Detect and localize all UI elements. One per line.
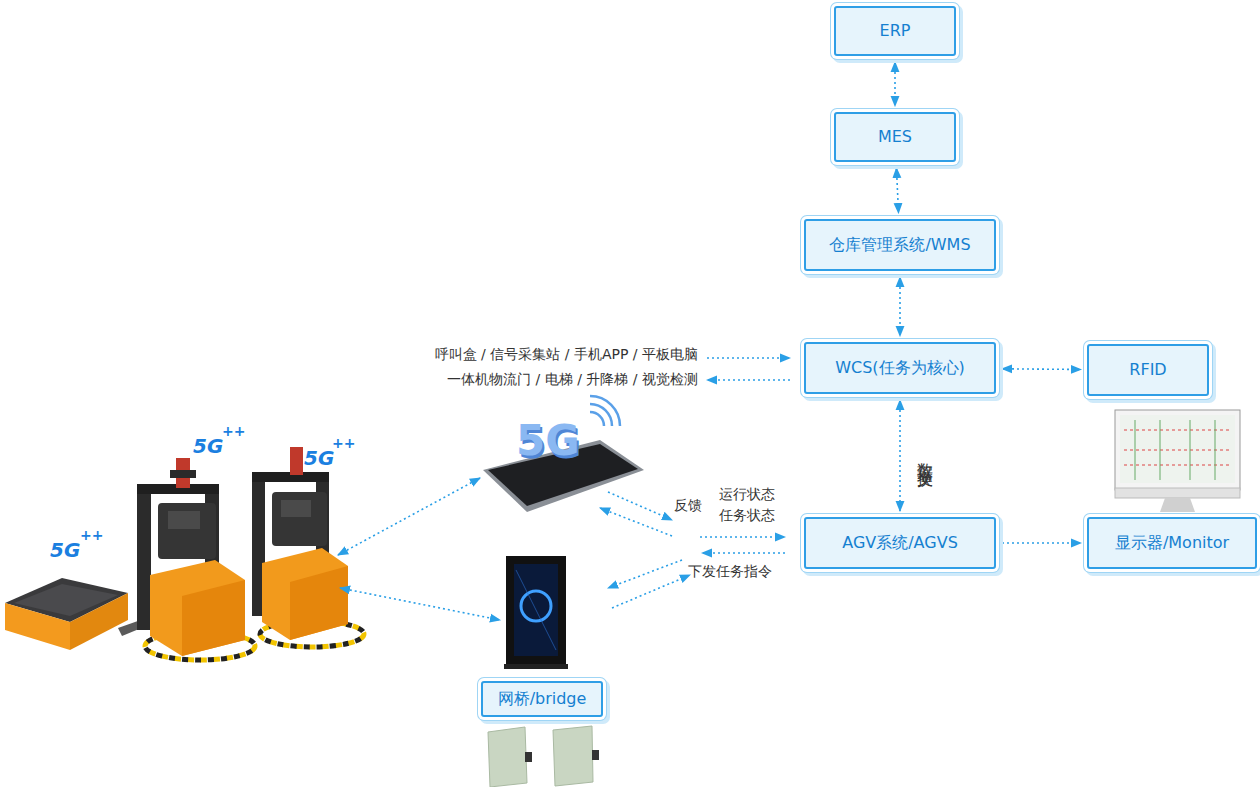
dotted-arrow bbox=[340, 588, 500, 620]
forklift-agv-robot bbox=[182, 580, 245, 656]
smartphone-5g bbox=[590, 396, 620, 426]
box-label: AGV系统/AGVS bbox=[842, 533, 958, 552]
flat-agv-robot bbox=[14, 584, 118, 616]
annotation-text: 下发任务指令 bbox=[688, 563, 772, 580]
system-box: AGV系统/AGVS bbox=[804, 517, 996, 569]
antenna-panel bbox=[488, 726, 599, 787]
flat-agv-robot bbox=[5, 578, 128, 650]
dotted-arrow bbox=[707, 379, 790, 381]
dotted-arrow bbox=[600, 508, 672, 536]
dotted-arrow bbox=[338, 358, 790, 620]
system-box: MES bbox=[834, 112, 956, 162]
antenna-panel bbox=[592, 750, 599, 760]
forklift-agv-robot bbox=[290, 566, 348, 640]
badge-text: ++ bbox=[80, 527, 103, 544]
badge-text: 5G bbox=[304, 446, 334, 470]
dotted-connector bbox=[1002, 542, 1081, 544]
dotted-arrow bbox=[702, 552, 785, 554]
antenna-panel bbox=[525, 752, 532, 762]
forklift-agv-robot bbox=[118, 458, 255, 660]
dotted-arrow bbox=[608, 560, 682, 588]
monitor-screen bbox=[1160, 498, 1195, 512]
badge-text: 5G bbox=[50, 538, 80, 562]
forklift-agv-robot bbox=[150, 560, 245, 656]
annotation-text: 呼叫盒 / 信号采集站 / 手机APP / 平板电脑 bbox=[380, 346, 698, 363]
forklift-agv-robot bbox=[158, 503, 216, 559]
antenna-panel bbox=[488, 727, 527, 787]
dotted-connector bbox=[899, 400, 901, 511]
system-box: WCS(任务为核心) bbox=[804, 342, 996, 394]
dotted-arrow bbox=[700, 536, 785, 538]
smartphone-5g bbox=[590, 404, 612, 426]
forklift-agv-robot bbox=[290, 447, 303, 475]
monitor-screen bbox=[1124, 430, 1232, 465]
monitor-screen bbox=[1115, 410, 1240, 490]
dotted-arrow bbox=[612, 575, 690, 608]
forklift-agv-robot bbox=[281, 500, 311, 517]
forklift-agv-robot bbox=[170, 470, 196, 478]
smartphone-5g bbox=[483, 396, 644, 512]
system-box: RFID bbox=[1087, 344, 1209, 396]
box-label: ERP bbox=[880, 21, 911, 40]
smartphone-5g bbox=[590, 412, 604, 426]
dotted-arrow bbox=[707, 357, 790, 359]
monitor-screen bbox=[1115, 410, 1240, 512]
badge-text: ++ bbox=[332, 435, 355, 452]
box-label: 显示器/Monitor bbox=[1115, 533, 1229, 552]
monitor-screen bbox=[1135, 420, 1215, 480]
system-box: 显示器/Monitor bbox=[1087, 517, 1257, 569]
computer-tower bbox=[504, 664, 568, 669]
computer-tower bbox=[504, 556, 568, 669]
monitor-screen bbox=[1115, 488, 1240, 498]
monitor-screen bbox=[1120, 415, 1235, 483]
dotted-connector bbox=[1002, 368, 1081, 370]
box-label: MES bbox=[878, 127, 912, 146]
computer-tower bbox=[514, 564, 558, 656]
badge-text: 5G bbox=[193, 434, 223, 458]
edge-label: 数据交换 bbox=[914, 450, 935, 462]
antenna-panel bbox=[553, 726, 593, 786]
computer-tower bbox=[516, 570, 556, 650]
computer-tower bbox=[506, 556, 566, 666]
annotation-text: 一体机物流门 / 电梯 / 升降梯 / 视觉检测 bbox=[380, 371, 698, 388]
system-box: 仓库管理系统/WMS bbox=[804, 219, 996, 271]
box-label: 仓库管理系统/WMS bbox=[829, 235, 970, 254]
forklift-agv-robot bbox=[252, 447, 364, 647]
badge-text: 5G bbox=[516, 416, 580, 466]
annotation-text: 反馈 bbox=[674, 497, 702, 514]
system-box: 网桥/bridge bbox=[481, 681, 603, 717]
dotted-arrow bbox=[608, 492, 672, 520]
forklift-agv-robot bbox=[272, 492, 327, 546]
dotted-connector bbox=[896, 168, 898, 213]
forklift-agv-robot bbox=[168, 511, 200, 529]
box-label: RFID bbox=[1129, 360, 1166, 379]
dotted-connector bbox=[899, 277, 901, 336]
system-box: ERP bbox=[834, 6, 956, 56]
dotted-arrow bbox=[338, 478, 480, 555]
computer-tower bbox=[521, 591, 551, 621]
box-label: 网桥/bridge bbox=[498, 689, 587, 708]
forklift-agv-robot bbox=[262, 548, 348, 640]
dotted-connector bbox=[894, 62, 896, 106]
badge-text: ++ bbox=[222, 423, 245, 440]
forklift-agv-robot bbox=[137, 488, 151, 630]
annotation-text: 任务状态 bbox=[719, 507, 775, 524]
box-label: WCS(任务为核心) bbox=[835, 358, 965, 377]
annotation-text: 运行状态 bbox=[719, 486, 775, 503]
